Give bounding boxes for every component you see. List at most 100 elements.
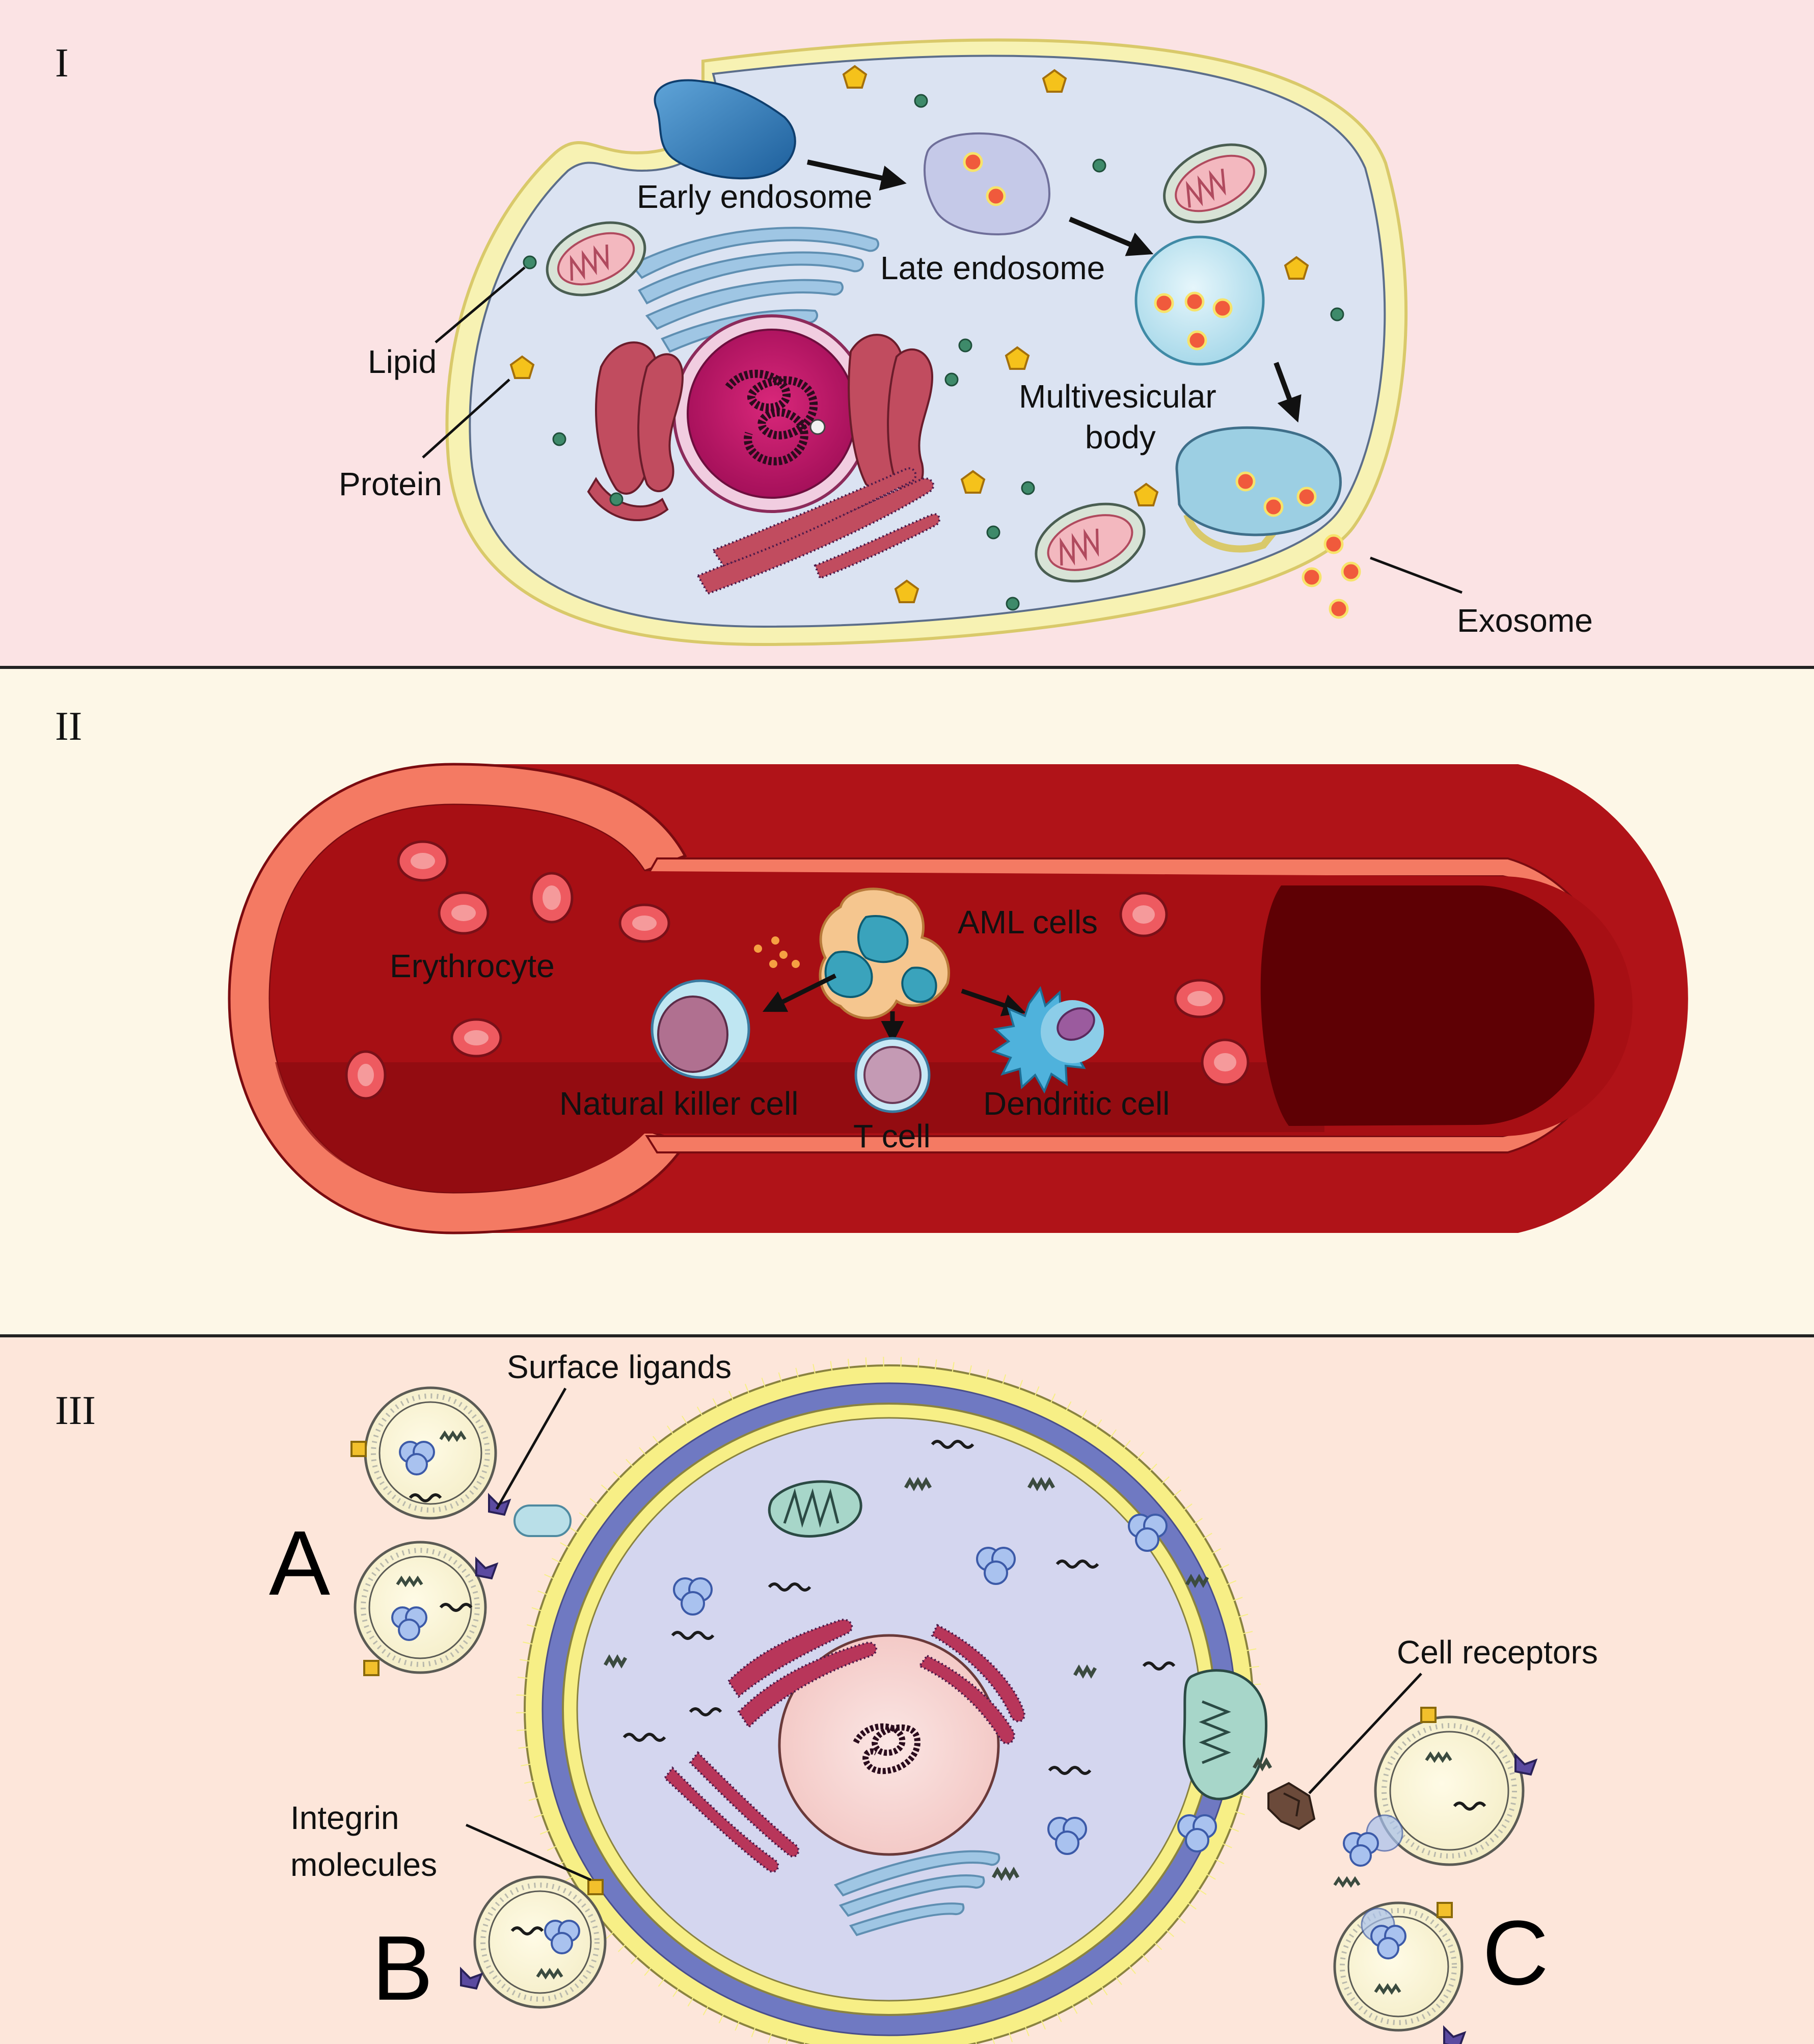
integrin-on-vesicle xyxy=(1437,1902,1453,1918)
rough-er-left xyxy=(587,341,684,521)
rough-er-right xyxy=(848,334,934,493)
fusing-mvb-vesicle xyxy=(1263,497,1284,517)
protein-cluster xyxy=(976,1547,1016,1585)
integrin-on-vesicle xyxy=(587,1879,604,1895)
vessel-far-opening xyxy=(1260,885,1594,1126)
label-c: C xyxy=(1482,1902,1549,2004)
late-endosome-vesicle xyxy=(963,152,983,172)
ligand-on-vesicle xyxy=(475,1556,499,1580)
protein-pentagon xyxy=(894,579,919,603)
lipid-dot xyxy=(1006,597,1020,611)
cell-cytoplasm xyxy=(469,55,1386,628)
ligand-on-vesicle xyxy=(460,1967,483,1990)
exosome xyxy=(1329,599,1349,619)
mvb-label-line2: body xyxy=(1085,419,1156,455)
protein-cluster xyxy=(1128,1514,1168,1552)
lipid-dot xyxy=(944,372,959,387)
rna-squiggle xyxy=(689,1707,722,1716)
lipid-dot xyxy=(1330,307,1344,321)
protein-label: Protein xyxy=(339,466,442,502)
aml-cells xyxy=(819,887,951,1019)
late-endosome-vesicle xyxy=(986,186,1006,206)
mvb-vesicle xyxy=(1212,298,1233,318)
lumen-shadow xyxy=(275,1062,1324,1192)
panel-3-numeral: III xyxy=(55,1388,96,1433)
dna-zigzag xyxy=(603,1654,628,1669)
integrin-label-line2: molecules xyxy=(290,1846,437,1883)
released-particles xyxy=(754,936,800,968)
lipid-dot xyxy=(1021,481,1035,495)
rna-squiggles xyxy=(622,1440,1176,1775)
late-endosome-label: Late endosome xyxy=(880,250,1105,286)
protein-cluster xyxy=(673,1577,713,1616)
protein-pentagon xyxy=(960,470,986,494)
target-chromatin xyxy=(853,1723,920,1774)
protein-pentagons xyxy=(509,65,1309,603)
label-a: A xyxy=(269,1512,330,1615)
exosome-vesicle-a1 xyxy=(350,1386,511,1520)
arrow-aml-to-dendritic xyxy=(961,988,1026,1016)
arrow-aml-to-nk xyxy=(762,973,837,1012)
dendritic-cell-label: Dendritic cell xyxy=(983,1085,1170,1122)
t-cell xyxy=(854,1037,931,1113)
exosome-vesicle-a2 xyxy=(354,1541,499,1676)
protein-cluster xyxy=(1177,1814,1217,1852)
rna-squiggle xyxy=(768,1582,811,1592)
lipid-dot xyxy=(986,525,1000,540)
erythrocyte-label: Erythrocyte xyxy=(390,948,555,984)
mvb-vesicle xyxy=(1154,293,1174,313)
chromatin xyxy=(725,369,818,466)
protein-leader-line xyxy=(422,379,510,459)
exosome xyxy=(1302,567,1322,587)
surface-ligands-label: Surface ligands xyxy=(507,1349,732,1385)
lipid-dot xyxy=(552,432,566,446)
lipid-dots xyxy=(523,94,1344,611)
lipid-dot xyxy=(1092,158,1106,173)
rna-squiggle xyxy=(671,1631,715,1640)
protein-clusters xyxy=(673,1514,1217,1855)
protein-pentagon xyxy=(1133,482,1159,506)
integrin-label-line1: Integrin xyxy=(290,1799,399,1836)
erythrocytes xyxy=(345,840,1250,1100)
exosome-leader-line xyxy=(1370,556,1463,594)
target-rough-er xyxy=(663,1619,1025,1873)
exosome-vesicle-c2 xyxy=(1333,1876,1467,2044)
integrin-on-vesicle xyxy=(1420,1707,1437,1723)
target-golgi xyxy=(833,1850,1000,1937)
protein-pentagon xyxy=(509,355,535,379)
erythrocyte xyxy=(397,840,449,882)
panel-2-numeral: II xyxy=(55,704,82,749)
released-exosomes xyxy=(1302,534,1361,619)
mitochondrion xyxy=(546,221,646,297)
nk-cell-label: Natural killer cell xyxy=(559,1085,798,1122)
erythrocyte xyxy=(345,1050,387,1100)
erythrocyte xyxy=(438,891,490,935)
arrow-mvb-to-membrane xyxy=(1274,362,1302,423)
dna-zigzag xyxy=(1252,1757,1272,1772)
panel-1: I Early endosome Late endosome Multivesi… xyxy=(0,0,1814,666)
dna-zigzag xyxy=(991,1866,1020,1881)
mvb-label-line1: Multivesicular xyxy=(1019,378,1216,415)
ligand-on-vesicle xyxy=(1443,2025,1467,2044)
ligand-on-vesicle xyxy=(1514,1753,1538,1776)
nucleus xyxy=(687,329,857,499)
erythrocyte xyxy=(1174,979,1226,1018)
lipid-dot xyxy=(914,94,928,108)
panel-1-numeral: I xyxy=(55,41,69,86)
early-endosome-shape xyxy=(654,79,796,180)
rna-squiggle xyxy=(1142,1661,1176,1671)
arrow-early-to-late xyxy=(806,159,907,191)
erythrocyte xyxy=(1201,1038,1250,1086)
protein-cluster xyxy=(1047,1817,1087,1855)
t-cell-label: T cell xyxy=(853,1118,931,1154)
exosome xyxy=(1323,534,1344,554)
erythrocyte xyxy=(450,1018,502,1058)
target-mitochondrion xyxy=(768,1480,862,1538)
exosome xyxy=(1341,561,1361,582)
rna-squiggle xyxy=(1055,1559,1099,1569)
panel-2: II Erythrocyte xyxy=(0,669,1814,1335)
fusing-mvb-shape xyxy=(1175,426,1342,536)
lipid-dot xyxy=(523,255,537,270)
